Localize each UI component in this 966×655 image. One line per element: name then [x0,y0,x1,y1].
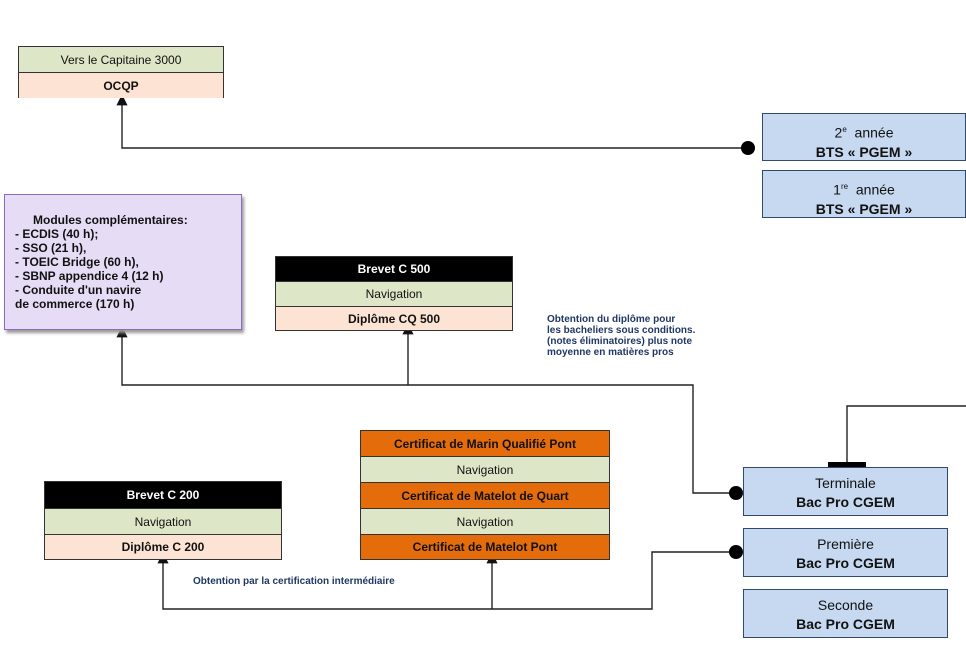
ocqp-label: OCQP [19,73,223,98]
terminale-line2: Bac Pro CGEM [796,494,895,510]
bts-2-box: 2e année BTS « PGEM » [762,113,966,161]
brevet-c200-diploma: Diplôme C 200 [45,535,281,559]
bts-2-name: BTS « PGEM » [815,143,913,160]
note-line: les bacheliers sous conditions. [547,325,696,336]
note-line: (notes éliminatoires) plus note [547,336,693,347]
note-bacheliers: Obtention du diplôme pour les bacheliers… [547,314,695,358]
capitaine-title: Vers le Capitaine 3000 [19,47,223,73]
cert-matelot-pont: Certificat de Matelot Pont [361,535,609,559]
dot-premiere [729,545,743,559]
bts-2-year: 2 [834,124,843,141]
line-terminale-to-modules [116,326,736,494]
bts-1-year: 1 [833,181,841,198]
brevet-c500-domain: Navigation [276,282,512,307]
note-line: moyenne en matières pros [547,347,674,358]
bts-2-year-word: année [854,124,894,141]
capitaine-box: Vers le Capitaine 3000 OCQP [18,46,224,98]
terminale-box: Terminale Bac Pro CGEM [743,467,948,516]
seconde-line1: Seconde [817,597,874,613]
dot-bts [741,141,755,155]
line-premiere-to-c200 [157,551,736,610]
bts-1-box: 1re année BTS « PGEM » [762,170,966,218]
module-item: - SBNP appendice 4 (12 h) [15,269,164,283]
premiere-line2: Bac Pro CGEM [796,555,895,571]
bts-1-year-word: année [855,181,895,198]
bts-2-sup: e [842,125,847,134]
module-item: - TOEIC Bridge (60 h), [15,255,139,269]
terminale-line1: Terminale [815,475,876,491]
brevet-c200-title: Brevet C 200 [45,482,281,509]
premiere-line1: Première [817,536,874,552]
brevet-c200-domain: Navigation [45,509,281,535]
line-top-right-bracket [846,405,966,464]
bts-1-sup: re [840,182,849,191]
cert-marin-qualifie: Certificat de Marin Qualifié Pont [361,431,609,457]
certificats-box: Certificat de Marin Qualifié Pont Naviga… [360,430,610,560]
bts-1-name: BTS « PGEM » [815,200,913,217]
modules-title: Modules complémentaires: [33,213,188,227]
brevet-c500-box: Brevet C 500 Navigation Diplôme CQ 500 [275,256,513,331]
module-item: - SSO (21 h), [15,241,87,255]
brevet-c500-diploma: Diplôme CQ 500 [276,307,512,330]
seconde-line2: Bac Pro CGEM [796,616,895,632]
brevet-c200-box: Brevet C 200 Navigation Diplôme C 200 [44,481,282,560]
note-certification: Obtention par la certification intermédi… [193,576,395,587]
line-bts-to-ocqp [116,94,748,149]
note-line: Obtention du diplôme pour [547,314,676,325]
premiere-box: Première Bac Pro CGEM [743,528,948,577]
terminale-bar [828,462,866,468]
dot-terminale [729,486,743,500]
seconde-box: Seconde Bac Pro CGEM [743,589,948,638]
module-item: - Conduite d'un navire [15,283,142,297]
cert-navigation-2: Navigation [361,509,609,535]
cert-navigation-1: Navigation [361,457,609,483]
module-item: - ECDIS (40 h); [15,227,99,241]
modules-box: Modules complémentaires: - ECDIS (40 h);… [4,194,242,330]
cert-matelot-quart: Certificat de Matelot de Quart [361,483,609,509]
brevet-c500-title: Brevet C 500 [276,257,512,282]
module-item: de commerce (170 h) [15,297,135,311]
